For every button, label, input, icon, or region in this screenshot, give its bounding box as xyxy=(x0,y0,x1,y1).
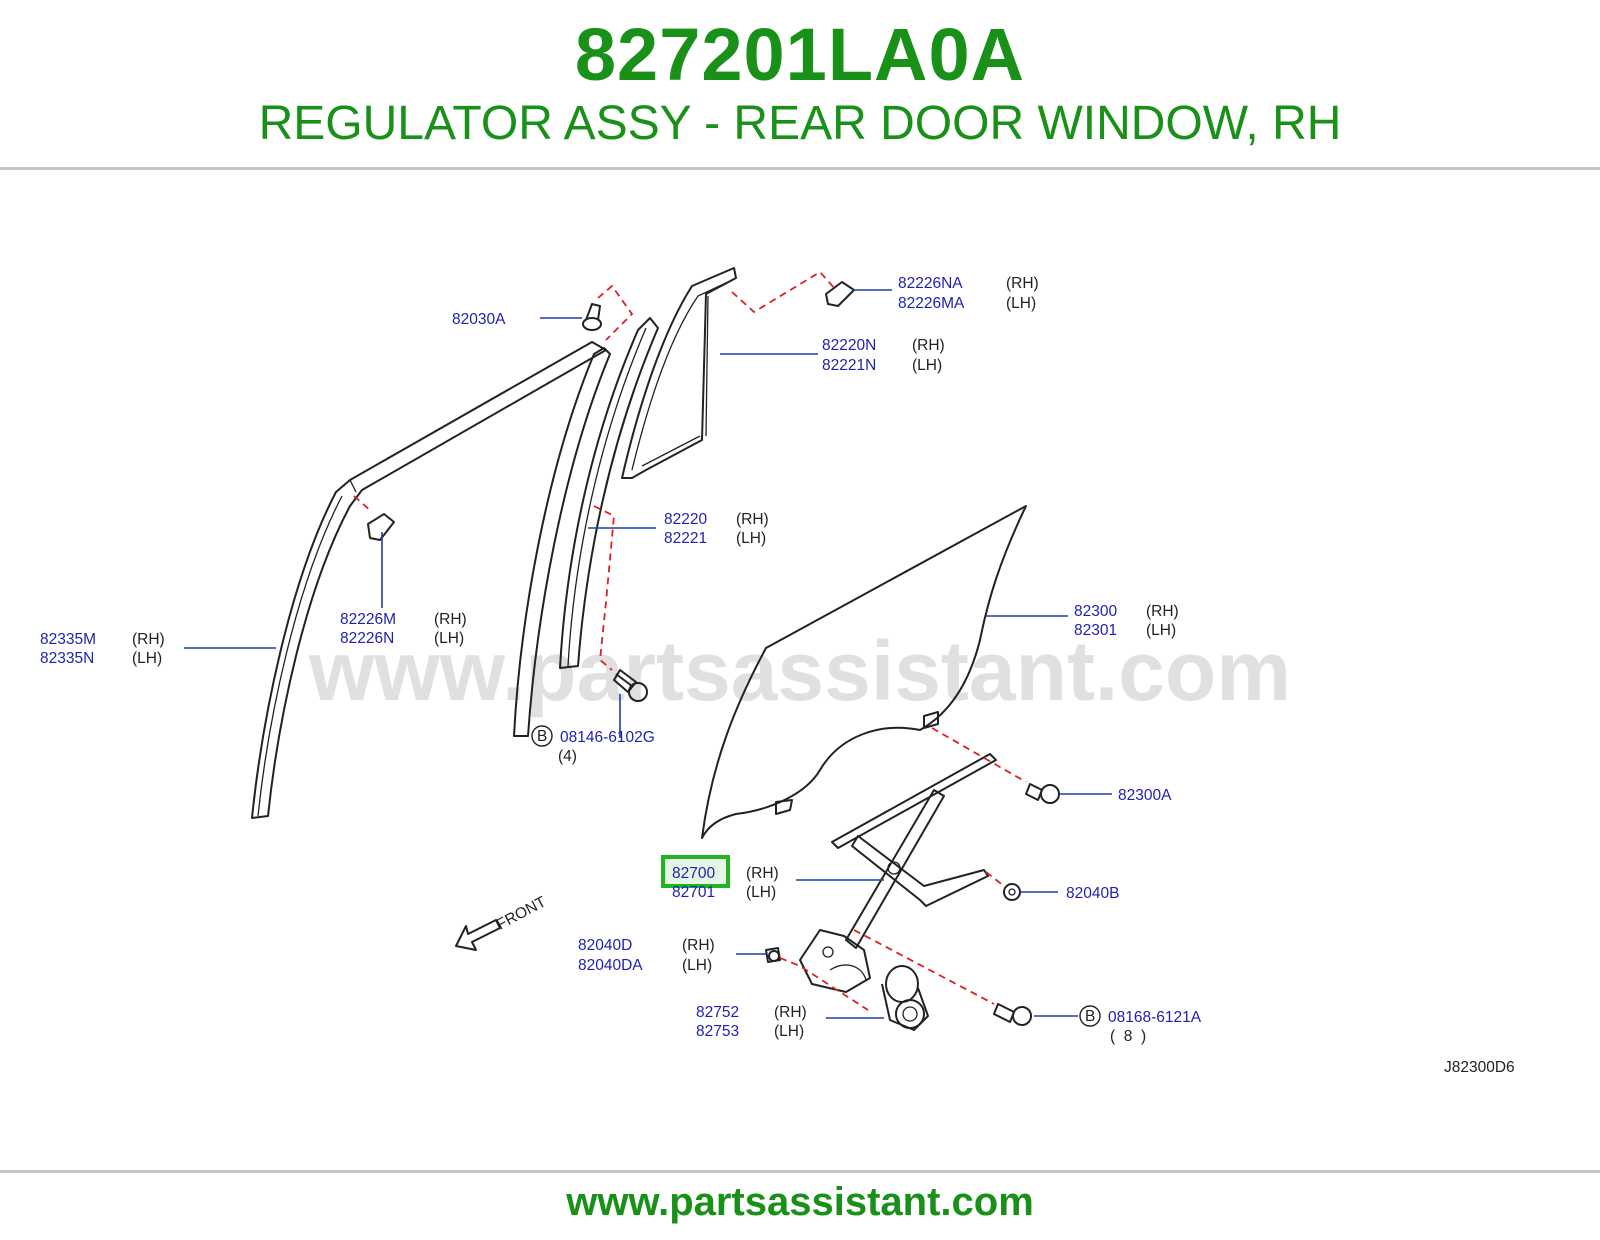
callout-82300-side: (RH) xyxy=(1146,603,1179,620)
callout-82220n[interactable]: 82220N xyxy=(822,337,876,354)
callout-82226na-side: (RH) xyxy=(1006,275,1039,292)
callout-82701[interactable]: 82701 xyxy=(672,884,715,901)
callout-82701-side: (LH) xyxy=(746,884,776,901)
callout-82221n-side: (LH) xyxy=(912,357,942,374)
window-regulator xyxy=(799,753,997,993)
callout-82226m[interactable]: 82226M xyxy=(340,611,396,628)
callout-82301-side: (LH) xyxy=(1146,622,1176,639)
callout-82220[interactable]: 82220 xyxy=(664,511,707,528)
callout-82040d[interactable]: 82040D xyxy=(578,937,632,954)
sash-frame-outer xyxy=(251,341,607,819)
callout-08168-qty: ( 8 ) xyxy=(1110,1028,1146,1045)
callout-08146-6102g[interactable]: 08146-6102G xyxy=(560,729,655,746)
callout-82040b[interactable]: 82040B xyxy=(1066,885,1119,902)
clip-82226m xyxy=(367,513,395,541)
callout-82752[interactable]: 82752 xyxy=(696,1004,739,1021)
callout-82221-side: (LH) xyxy=(736,530,766,547)
part-title: REGULATOR ASSY - REAR DOOR WINDOW, RH xyxy=(258,97,1342,150)
callout-82700[interactable]: 82700 xyxy=(672,865,715,882)
top-divider xyxy=(0,167,1600,170)
quarter-glass-frame xyxy=(621,267,737,479)
bolt-08146 xyxy=(613,669,648,702)
front-arrow-icon xyxy=(455,919,501,951)
highlight-box xyxy=(661,855,730,888)
callout-82300a[interactable]: 82300A xyxy=(1118,787,1172,804)
callout-82030a[interactable]: 82030A xyxy=(452,311,506,328)
clip-82226na xyxy=(825,281,855,307)
footer-url[interactable]: www.partsassistant.com xyxy=(566,1180,1034,1224)
bottom-divider xyxy=(0,1170,1600,1173)
callouts: 82030A 82226NA (RH) 82226MA (LH) 82220N … xyxy=(40,275,1202,1045)
callout-82335n[interactable]: 82335N xyxy=(40,650,94,667)
diagram-code: J82300D6 xyxy=(1444,1059,1515,1076)
bolt-08168 xyxy=(993,1003,1032,1026)
header: 827201LA0A REGULATOR ASSY - REAR DOOR WI… xyxy=(0,0,1600,168)
marker-b-circle xyxy=(531,725,553,747)
leader-lines xyxy=(184,289,1112,1019)
connection-lines xyxy=(353,270,1027,1011)
marker-b-circle-2 xyxy=(1079,1005,1101,1027)
callout-82226n-side: (LH) xyxy=(434,630,464,647)
front-label: FRONT xyxy=(494,893,550,933)
marker-b-08146: B xyxy=(537,728,547,745)
callout-82753[interactable]: 82753 xyxy=(696,1023,739,1040)
callout-82226ma-side: (LH) xyxy=(1006,295,1036,312)
callout-82226n[interactable]: 82226N xyxy=(340,630,394,647)
callout-82335m[interactable]: 82335M xyxy=(40,631,96,648)
callout-82226ma[interactable]: 82226MA xyxy=(898,295,965,312)
callout-82221[interactable]: 82221 xyxy=(664,530,707,547)
door-glass xyxy=(701,505,1027,839)
callout-82221n[interactable]: 82221N xyxy=(822,357,876,374)
callout-08146-qty: (4) xyxy=(558,748,577,765)
callout-82040d-side: (RH) xyxy=(682,937,715,954)
bolt-82300a xyxy=(1025,783,1060,804)
callout-82300[interactable]: 82300 xyxy=(1074,603,1117,620)
bolt-82030a xyxy=(582,303,602,331)
regulator-motor xyxy=(881,965,929,1031)
callout-82335n-side: (LH) xyxy=(132,650,162,667)
watermark: www.partsassistant.com xyxy=(308,624,1291,718)
callout-82700-side: (RH) xyxy=(746,865,779,882)
callout-82226m-side: (RH) xyxy=(434,611,467,628)
callout-82226na[interactable]: 82226NA xyxy=(898,275,963,292)
nut-82040b xyxy=(1003,883,1021,901)
part-number: 827201LA0A xyxy=(574,13,1026,96)
callout-82220-side: (RH) xyxy=(736,511,769,528)
bolt-82040d xyxy=(765,947,781,963)
callout-82040da[interactable]: 82040DA xyxy=(578,957,643,974)
center-sash xyxy=(513,317,659,737)
callout-82040da-side: (LH) xyxy=(682,957,712,974)
callout-82220n-side: (RH) xyxy=(912,337,945,354)
marker-b-08168: B xyxy=(1085,1008,1095,1025)
callout-08168-6121a[interactable]: 08168-6121A xyxy=(1108,1009,1202,1026)
callout-82335m-side: (RH) xyxy=(132,631,165,648)
callout-82753-side: (LH) xyxy=(774,1023,804,1040)
callout-82301[interactable]: 82301 xyxy=(1074,622,1117,639)
callout-82752-side: (RH) xyxy=(774,1004,807,1021)
